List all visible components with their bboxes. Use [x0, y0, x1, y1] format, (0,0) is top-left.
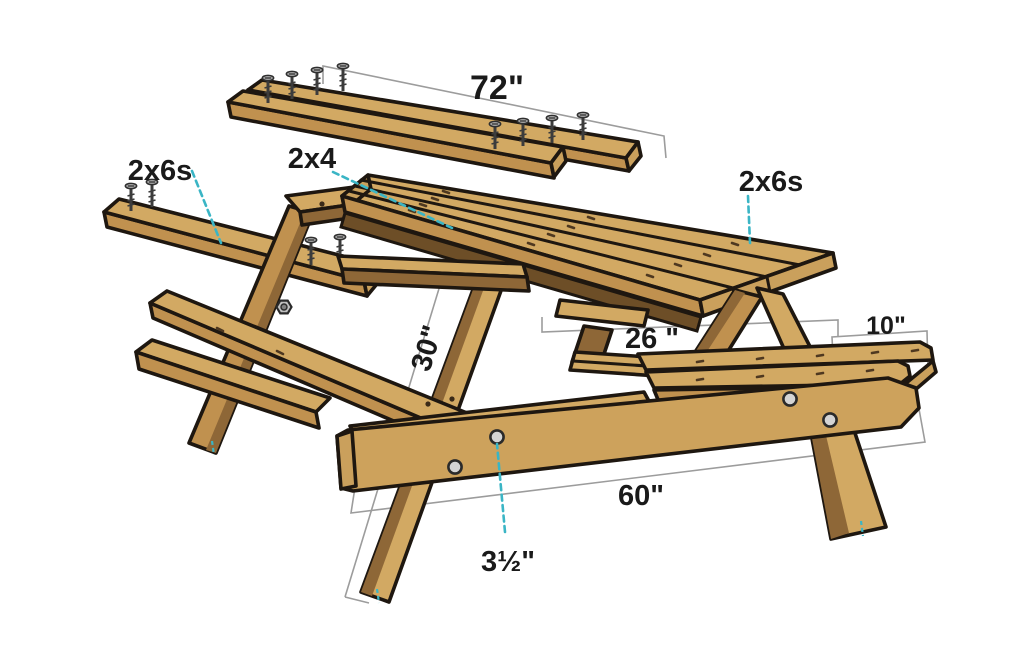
- bench-screw-dot: [449, 396, 455, 402]
- bench-screw-dashes: [695, 348, 920, 382]
- right-cleat: [554, 298, 650, 328]
- tabletop-screw-dashes: [407, 189, 740, 279]
- plank-seam: [353, 184, 769, 279]
- left-seat-beam-side: [134, 350, 321, 430]
- label-board-thickness: 3½": [481, 546, 535, 578]
- plank-seam: [359, 178, 802, 267]
- foot-tick: [859, 520, 865, 537]
- dim-72-bracket: [322, 65, 667, 159]
- leader-thickness: [495, 442, 507, 534]
- front-stringer: [335, 376, 921, 493]
- carriage-bolt: [782, 391, 798, 407]
- plank-seam: [347, 189, 735, 290]
- dim-60-bracket: [350, 408, 926, 514]
- leader-table-boards: [746, 194, 752, 245]
- label-rail-length: 60": [618, 480, 664, 512]
- label-table-boards: 2x6s: [739, 166, 804, 198]
- carriage-bolt-nut: [275, 299, 293, 315]
- carriage-bolt: [489, 429, 505, 445]
- leader-brace: [331, 170, 454, 230]
- table-assembly: [134, 173, 938, 604]
- right-rear-leg-lower-shade: [810, 427, 849, 539]
- label-seat-boards: 2x6s: [128, 155, 193, 187]
- labels: 72" 2x6s 2x4 2x6s 30" 26 " 10" 60" 3½": [128, 69, 906, 578]
- top-plank-rear-end: [624, 140, 643, 173]
- foot-tick: [210, 440, 216, 456]
- dim-30-foot-tick: [344, 596, 370, 604]
- foot-tick: [375, 588, 381, 604]
- front-stringer-end: [335, 429, 358, 491]
- label-brace: 2x4: [288, 143, 336, 175]
- front-cleat-2x4-side: [340, 267, 531, 293]
- cleat-screw-dot: [319, 201, 325, 207]
- bench-screw-dash: [215, 326, 225, 333]
- leader-lines: [190, 169, 752, 534]
- bench-screw-dash: [275, 349, 285, 356]
- label-top-length: 72": [470, 69, 524, 107]
- label-frame-width: 26 ": [625, 323, 679, 355]
- label-bench-width: 10": [866, 312, 906, 340]
- carriage-bolt: [822, 412, 838, 428]
- top-plank-front-end: [549, 145, 568, 179]
- carriage-bolt: [447, 459, 463, 475]
- leader-seat-boards: [190, 169, 223, 245]
- bench-plank-rear: [636, 340, 935, 372]
- bench-screw-dot: [425, 401, 431, 407]
- exploded-top-planks: [226, 61, 643, 180]
